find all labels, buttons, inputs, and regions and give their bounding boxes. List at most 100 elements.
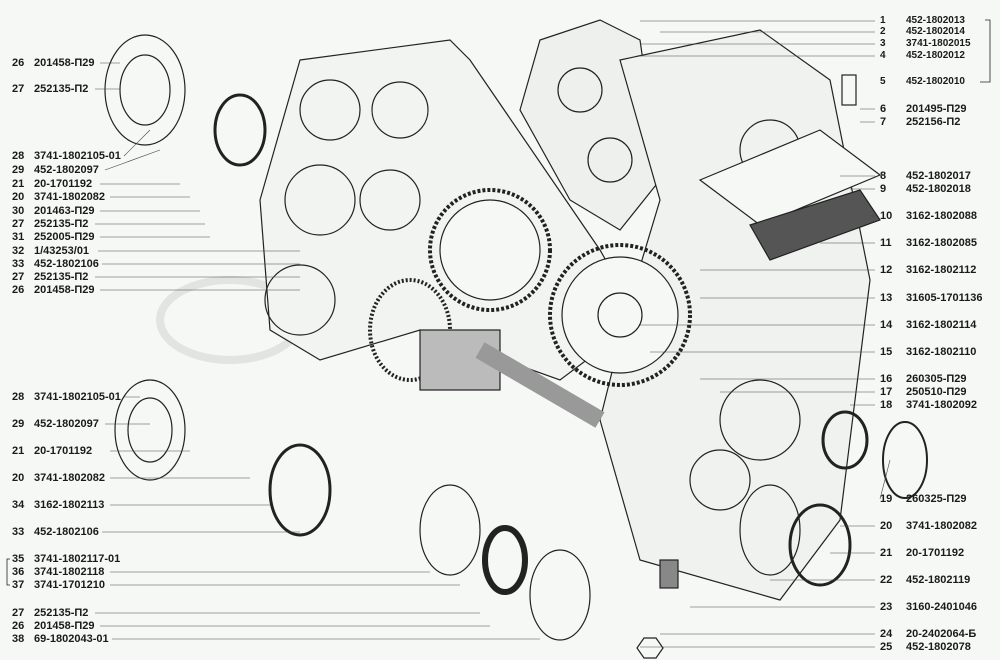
part-code: 250510-П29 [906, 386, 967, 398]
part-code: 3162-1802113 [34, 499, 105, 511]
part-number: 31 [12, 231, 25, 243]
part-code: 3160-2401046 [906, 601, 977, 613]
part-number: 6 [880, 103, 887, 115]
part-number: 34 [12, 499, 25, 511]
part-number: 4 [880, 50, 886, 61]
part-code: 3741-1802105-01 [34, 391, 121, 403]
part-number: 26 [12, 620, 25, 632]
part-number: 21 [12, 445, 25, 457]
part-code: 3741-1802082 [34, 472, 105, 484]
part-number: 32 [12, 245, 25, 257]
part-label: 33 452-1802106 [12, 258, 99, 270]
part-code: 3162-1802085 [906, 237, 977, 249]
part-number: 21 [12, 178, 25, 190]
part-label: 38 69-1802043-01 [12, 633, 109, 645]
part-code: 3741-1802092 [906, 399, 977, 411]
part-code: 20-1701192 [34, 178, 93, 190]
part-number: 18 [880, 399, 893, 411]
part-code: 452-1802106 [34, 258, 99, 270]
part-number: 28 [12, 391, 25, 403]
part-label: 14 3162-1802114 [880, 319, 976, 331]
leader-lines [95, 20, 891, 648]
top-cover-gaskets [698, 74, 882, 261]
part-code: 252156-П2 [906, 116, 961, 128]
part-number: 20 [12, 191, 25, 203]
part-number: 16 [880, 373, 893, 385]
part-code: 452-1802097 [34, 164, 99, 176]
part-code: 252135-П2 [34, 607, 89, 619]
part-number: 37 [12, 579, 25, 591]
part-code: 201463-П29 [34, 205, 95, 217]
part-number: 27 [12, 218, 25, 230]
part-number: 2 [880, 26, 886, 37]
part-code: 252135-П2 [34, 218, 89, 230]
part-code: 201458-П29 [34, 284, 95, 296]
part-label: 20 3741-1802082 [12, 191, 105, 203]
part-code: 452-1802017 [906, 170, 971, 182]
part-label: 4 452-1802012 [880, 50, 965, 62]
part-number: 22 [880, 574, 893, 586]
part-code: 3162-1802088 [906, 210, 977, 222]
part-code: 201458-П29 [34, 57, 95, 69]
part-code: 69-1802043-01 [34, 633, 109, 645]
part-label: 23 3160-2401046 [880, 601, 977, 613]
part-code: 201458-П29 [34, 620, 95, 632]
part-code: 260325-П29 [906, 493, 967, 505]
part-label: 21 20-1701192 [12, 178, 92, 190]
part-number: 38 [12, 633, 25, 645]
part-label: 31 252005-П29 [12, 231, 95, 243]
part-code: 3741-1802117-01 [34, 553, 121, 565]
part-code: 3741-1802015 [906, 38, 971, 49]
part-code: 452-1802013 [906, 15, 965, 26]
part-code: 452-1802012 [906, 50, 965, 61]
part-code: 452-1802078 [906, 641, 971, 653]
part-code: 452-1802097 [34, 418, 99, 430]
part-code: 20-1701192 [906, 547, 965, 559]
part-code: 3162-1802114 [906, 319, 977, 331]
bracket-35-37 [6, 558, 10, 586]
part-code: 452-1802106 [34, 526, 99, 538]
part-number: 23 [880, 601, 893, 613]
part-code: 252135-П2 [34, 83, 89, 95]
part-number: 24 [880, 628, 893, 640]
part-code: 252135-П2 [34, 271, 89, 283]
part-number: 12 [880, 264, 893, 276]
part-number: 33 [12, 258, 25, 270]
part-code: 3162-1802110 [906, 346, 977, 358]
part-number: 26 [12, 57, 25, 69]
part-number: 5 [880, 76, 886, 87]
part-number: 14 [880, 319, 893, 331]
part-code: 252005-П29 [34, 231, 95, 243]
front-cover-plate [259, 39, 641, 381]
part-number: 36 [12, 566, 25, 578]
part-code: 31605-1701136 [906, 292, 983, 304]
part-code: 3741-1802082 [34, 191, 105, 203]
part-label: 26 201458-П29 [12, 57, 95, 69]
